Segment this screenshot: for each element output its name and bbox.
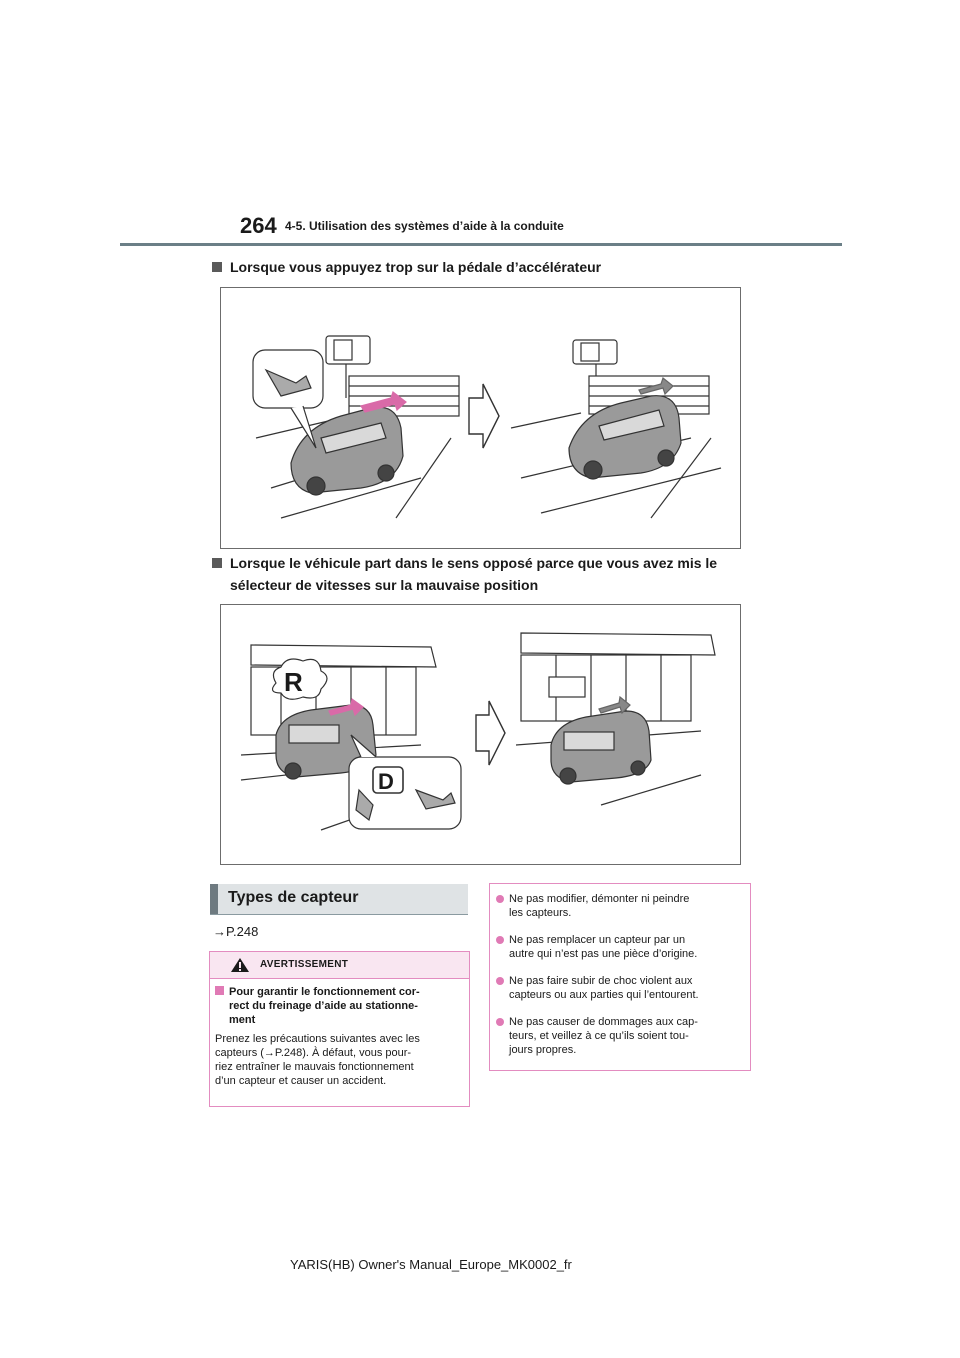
- list-item: Ne pas modifier, démonter ni peindre les…: [496, 892, 740, 920]
- bullet-4-line1: Ne pas causer de dommages aux cap-: [509, 1016, 698, 1028]
- heading-wrong-gear: Lorsque le véhicule part dans le sens op…: [212, 552, 752, 596]
- square-bullet-icon: [212, 262, 222, 272]
- gear-r-label: R: [284, 667, 303, 697]
- pedal-foot-icon: [264, 368, 312, 397]
- warning-header: AVERTISSEMENT: [210, 952, 469, 979]
- warning-box: AVERTISSEMENT Pour garantir le fonctionn…: [209, 951, 470, 1107]
- page-footer: YARIS(HB) Owner's Manual_Europe_MK0002_f…: [290, 1257, 572, 1272]
- list-item: Ne pas causer de dommages aux cap- teurs…: [496, 1015, 740, 1057]
- wrong-gear-illustration-svg: R D: [240, 632, 716, 831]
- types-section-header: Types de capteur: [210, 884, 468, 915]
- heading-accelerator: Lorsque vous appuyez trop sur la pédale …: [212, 256, 752, 278]
- pink-dot-bullet-icon: [496, 1018, 504, 1026]
- sensor-precautions-box: Ne pas modifier, démonter ni peindre les…: [489, 883, 751, 1071]
- pink-dot-bullet-icon: [496, 936, 504, 944]
- pedal-foot-icon: [414, 788, 456, 810]
- warning-body-line2: capteurs (→P.248). À défaut, vous pour-: [215, 1047, 412, 1059]
- warning-triangle-icon: [231, 958, 249, 972]
- square-bullet-icon: [212, 558, 222, 568]
- motion-arrow-icon: [328, 697, 364, 717]
- gear-d-badge: [372, 766, 404, 794]
- heading-accelerator-text: Lorsque vous appuyez trop sur la pédale …: [230, 259, 602, 275]
- accelerator-illustration-svg: [252, 335, 722, 519]
- bullet-4-line3: jours propres.: [509, 1044, 577, 1056]
- heading-wrong-gear-line2: sélecteur de vitesses sur la mauvaise po…: [230, 577, 539, 593]
- warning-subheading-line1: Pour garantir le fonctionnement cor-: [229, 986, 420, 998]
- section-bar: [210, 884, 218, 914]
- warning-subheading-line3: ment: [229, 1014, 256, 1026]
- warning-title: AVERTISSEMENT: [260, 959, 349, 970]
- section-title: 4-5. Utilisation des systèmes d’aide à l…: [285, 219, 564, 233]
- pink-dot-bullet-icon: [496, 977, 504, 985]
- pink-dot-bullet-icon: [496, 895, 504, 903]
- bullet-4-line2: teurs, et veillez à ce qu’ils soient tou…: [509, 1030, 689, 1042]
- transition-arrow-icon: [475, 700, 506, 766]
- page-number: 264: [240, 213, 277, 238]
- bullet-1-line2: les capteurs.: [509, 907, 572, 919]
- warning-subheading: Pour garantir le fonctionnement cor- rec…: [215, 985, 463, 1027]
- header-rule: [120, 243, 842, 246]
- figure-wrong-gear-illustration: R D: [220, 604, 741, 865]
- bullet-1-line1: Ne pas modifier, démonter ni peindre: [509, 893, 690, 905]
- bullet-2-line1: Ne pas remplacer un capteur par un: [509, 934, 686, 946]
- warning-body-line3: riez entraîner le mauvais fonctionnement: [215, 1061, 414, 1073]
- bullet-2-line2: autre qui n’est pas une pièce d’origine.: [509, 948, 698, 960]
- warning-subheading-line2: rect du freinage d’aide au stationne-: [229, 1000, 418, 1012]
- building-left: [250, 644, 437, 668]
- types-section-title: Types de capteur: [228, 889, 359, 906]
- building-right: [520, 632, 716, 656]
- types-page-reference: →P.248: [213, 924, 259, 939]
- pink-square-bullet-icon: [215, 986, 224, 995]
- motion-arrow-icon: [360, 391, 407, 413]
- thought-bubble-r: [271, 658, 328, 700]
- heading-wrong-gear-line1: Lorsque le véhicule part dans le sens op…: [230, 555, 718, 571]
- gear-d-label: D: [378, 769, 394, 794]
- list-item: Ne pas faire subir de choc violent aux c…: [496, 974, 740, 1002]
- warning-body-line1: Prenez les précautions suivantes avec le…: [215, 1033, 420, 1045]
- bullet-3-line2: capteurs ou aux parties qui l’entourent.: [509, 989, 699, 1001]
- list-item: Ne pas remplacer un capteur par un autre…: [496, 933, 740, 961]
- figure-accelerator-illustration: [220, 287, 741, 549]
- warning-body-line4: d’un capteur et causer un accident.: [215, 1075, 387, 1087]
- bullet-3-line1: Ne pas faire subir de choc violent aux: [509, 975, 693, 987]
- warning-body: Prenez les précautions suivantes avec le…: [215, 1032, 463, 1088]
- transition-arrow-icon: [468, 383, 500, 449]
